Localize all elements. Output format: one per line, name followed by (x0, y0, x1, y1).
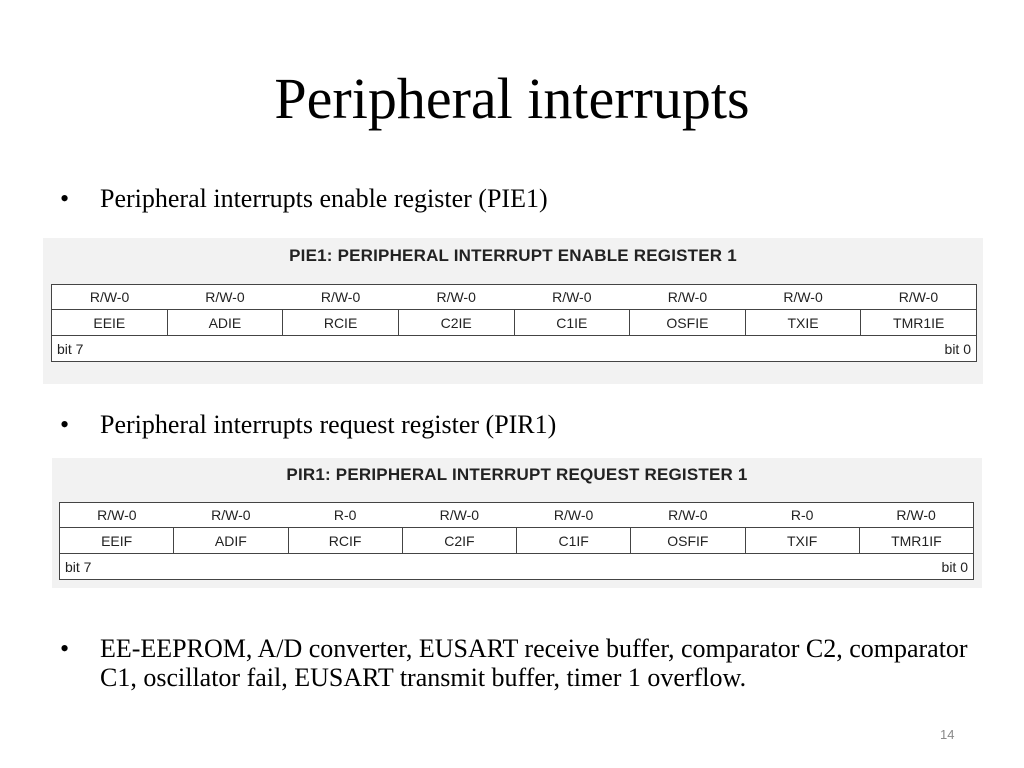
access-cell: R/W-0 (402, 502, 517, 528)
bullet-peripheral-sources: • EE-EEPROM, A/D converter, EUSART recei… (60, 634, 980, 692)
bit-name-cell: TMR1IE (860, 309, 977, 336)
bit-index-row: bit 7 bit 0 (51, 335, 977, 362)
access-cell: R/W-0 (630, 502, 745, 528)
access-cell: R/W-0 (173, 502, 288, 528)
bit-name-cell: C1IF (515, 527, 632, 554)
bit-name-cell: RCIF (287, 527, 403, 554)
access-cell: R/W-0 (398, 284, 514, 310)
access-cell: R/W-0 (514, 284, 630, 310)
access-cell: R/W-0 (58, 502, 174, 528)
bit-name-cell: EEIE (51, 309, 168, 336)
bullet-pie1: • Peripheral interrupts enable register … (60, 184, 980, 213)
access-cell: R-0 (288, 502, 403, 528)
bit-name-cell: ADIE (166, 309, 284, 336)
bit-name-cell: C2IE (397, 309, 515, 336)
access-cell: R-0 (745, 502, 860, 528)
access-cell: R/W-0 (282, 284, 399, 310)
pir1-register-figure: PIR1: PERIPHERAL INTERRUPT REQUEST REGIS… (52, 458, 982, 588)
access-cell: R/W-0 (167, 284, 283, 310)
access-cell: R/W-0 (859, 502, 975, 528)
bit-high-label: bit 7 (65, 558, 92, 575)
pir1-register-title: PIR1: PERIPHERAL INTERRUPT REQUEST REGIS… (286, 465, 748, 484)
bit-name-cell: C1IE (513, 309, 631, 336)
slide-title: Peripheral interrupts (274, 66, 750, 131)
bullet-marker: • (60, 410, 70, 439)
bit-name-cell: EEIF (58, 527, 175, 554)
bit-name-row: EEIE ADIE RCIE C2IE C1IE OSFIE TXIE TMR1… (51, 309, 977, 336)
access-cell: R/W-0 (745, 284, 861, 310)
bit-name-cell: RCIE (282, 309, 399, 336)
bullet-marker: • (60, 634, 70, 663)
bullet-text: Peripheral interrupts request register (… (100, 410, 557, 439)
page-number: 14 (940, 727, 955, 742)
bit-name-cell: TXIE (744, 309, 862, 336)
bullet-text: Peripheral interrupts enable register (P… (100, 184, 548, 213)
bit-name-cell: C2IF (401, 527, 518, 554)
access-row: R/W-0 R/W-0 R-0 R/W-0 R/W-0 R/W-0 R-0 R/… (58, 502, 975, 528)
access-cell: R/W-0 (860, 284, 977, 310)
bullet-pir1: • Peripheral interrupts request register… (60, 410, 980, 439)
pie1-register-title: PIE1: PERIPHERAL INTERRUPT ENABLE REGIST… (289, 246, 737, 265)
access-cell: R/W-0 (516, 502, 631, 528)
bullet-marker: • (60, 184, 70, 213)
bit-name-cell: TMR1IF (858, 527, 975, 554)
bit-low-label: bit 0 (941, 558, 968, 575)
bullet-text: EE-EEPROM, A/D converter, EUSART receive… (100, 634, 968, 692)
bit-high-label: bit 7 (57, 340, 84, 357)
access-cell: R/W-0 (51, 284, 168, 310)
bit-index-row: bit 7 bit 0 (59, 553, 974, 580)
pie1-register-table: R/W-0 R/W-0 R/W-0 R/W-0 R/W-0 R/W-0 R/W-… (51, 284, 977, 362)
access-cell: R/W-0 (629, 284, 746, 310)
bit-name-cell: ADIF (173, 527, 289, 554)
bit-name-cell: OSFIE (629, 309, 746, 336)
access-row: R/W-0 R/W-0 R/W-0 R/W-0 R/W-0 R/W-0 R/W-… (51, 284, 977, 310)
bit-name-cell: OSFIF (630, 527, 746, 554)
bit-name-row: EEIF ADIF RCIF C2IF C1IF OSFIF TXIF TMR1… (58, 527, 975, 554)
bit-name-cell: TXIF (744, 527, 860, 554)
pir1-register-table: R/W-0 R/W-0 R-0 R/W-0 R/W-0 R/W-0 R-0 R/… (58, 502, 975, 580)
pie1-register-figure: PIE1: PERIPHERAL INTERRUPT ENABLE REGIST… (43, 238, 983, 384)
bit-low-label: bit 0 (944, 340, 971, 357)
